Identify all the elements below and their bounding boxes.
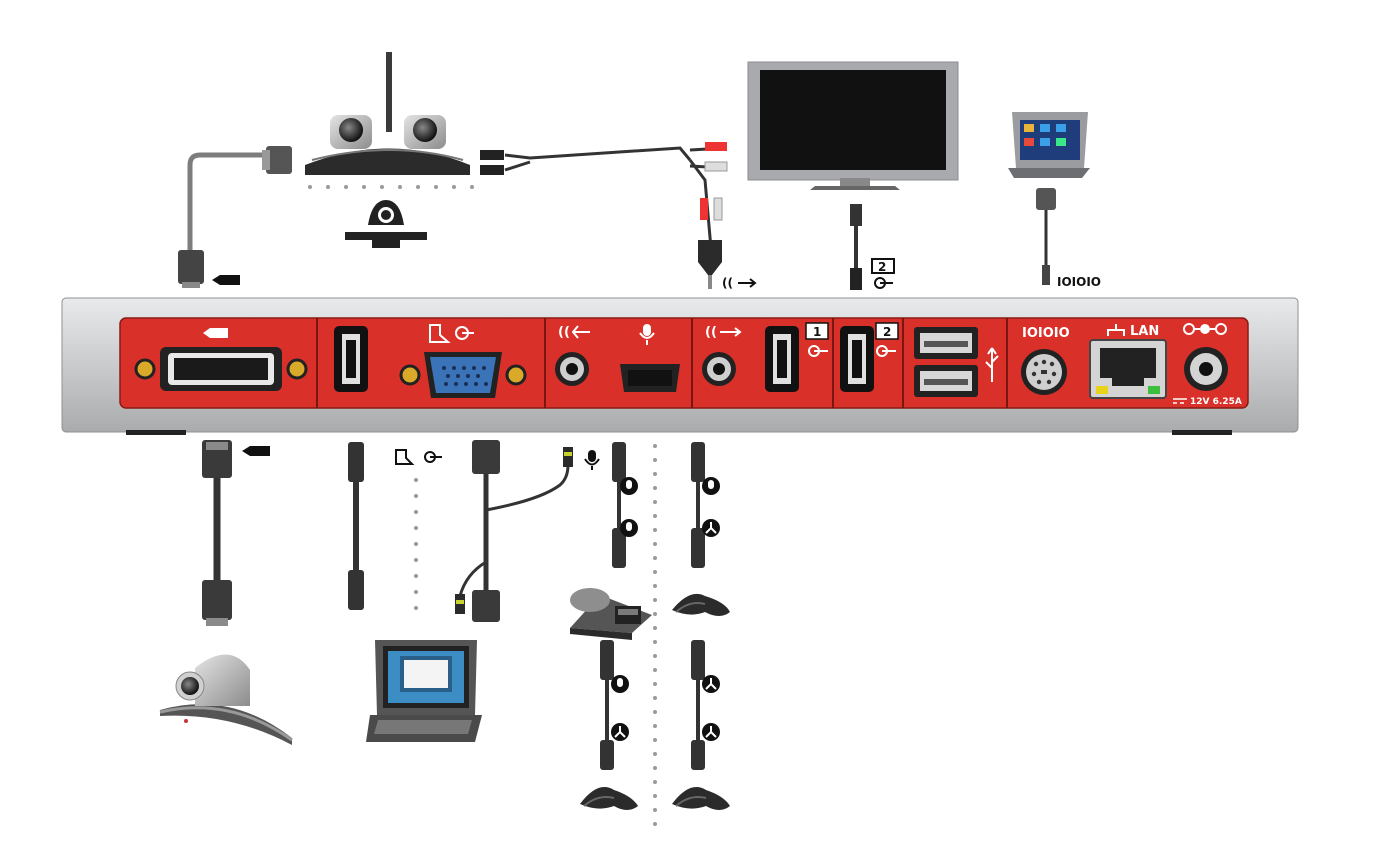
audio-in-icon: ((: [558, 325, 590, 340]
tabletop-microphone-3: [672, 787, 730, 810]
audio-out-port[interactable]: [702, 352, 736, 386]
lan-label: LAN: [1130, 324, 1159, 339]
hdmi-content-port[interactable]: [334, 326, 368, 392]
audio-out-cable: [504, 146, 726, 261]
audio-in-port[interactable]: [555, 352, 589, 386]
display-2-cable-icon: 2: [871, 258, 895, 289]
microphone-icon: [639, 324, 655, 345]
lan-port[interactable]: [1089, 339, 1167, 399]
camera-array-dotted-line: [308, 185, 474, 189]
mic-dotted-divider: [653, 444, 657, 826]
monitor: [747, 61, 959, 190]
display-2-number: 2: [883, 325, 891, 339]
serial-label-top: IOIOIO: [1057, 275, 1101, 289]
audio-out-icon: ((: [722, 276, 757, 290]
camera-port[interactable]: [134, 347, 308, 391]
network-icon: [1107, 324, 1125, 336]
content-vga-cable: [455, 440, 573, 622]
power-rating-label: 12V 6.25A: [1190, 397, 1242, 407]
audio-out-panel-icon: ((: [705, 325, 742, 340]
usb-port-2[interactable]: [914, 365, 978, 397]
serial-port[interactable]: [1021, 349, 1067, 395]
monitor-hdmi-cable: [850, 204, 862, 290]
main-camera-cable: [202, 440, 232, 626]
content-dotted-line: [414, 478, 418, 610]
usb-port-1[interactable]: [914, 327, 978, 359]
dual-camera-array: [305, 52, 470, 175]
svg-text:((: ((: [722, 276, 733, 290]
mic-cable-right-1: [691, 442, 720, 568]
microphone-port[interactable]: [620, 364, 680, 392]
phone-mic-cable: [612, 442, 638, 568]
power-rating-icon: [1173, 398, 1187, 404]
display-2-cable-number: 2: [878, 260, 886, 274]
touch-controller: [1008, 112, 1090, 178]
main-camera: [159, 654, 293, 745]
camera-port-icon: [203, 328, 228, 338]
display-2-icon: 2: [875, 322, 899, 357]
display-1-number: 1: [813, 325, 821, 339]
rca-plugs: [480, 142, 728, 289]
tabletop-microphone-2: [580, 787, 638, 810]
serial-label-panel: IOIOIO: [1022, 326, 1070, 341]
power-polarity-icon: [1183, 323, 1227, 335]
camera-icon: [212, 275, 240, 285]
hdmi-display-1-port[interactable]: [765, 326, 799, 392]
laptop: [366, 640, 482, 742]
tabletop-microphone-1: [672, 593, 730, 616]
touch-controller-cable: [1036, 188, 1056, 285]
svg-text:((: ((: [558, 325, 570, 340]
usb-icon: [985, 347, 999, 382]
vga-content-port[interactable]: [399, 352, 527, 398]
display-1-icon: 1: [805, 322, 829, 357]
svg-text:((: ((: [705, 325, 717, 340]
camera-array-icon: [345, 200, 427, 248]
content-cable-icon: [395, 449, 442, 465]
power-port[interactable]: [1184, 347, 1228, 391]
conference-phone: [570, 588, 652, 640]
mic-cable-right-2: [691, 640, 720, 770]
content-hdmi-cable: [348, 442, 364, 610]
camera-array-cable: [178, 146, 292, 288]
mic-cable-icon: [584, 450, 600, 470]
content-input-icon: [429, 324, 474, 343]
mic-cable-left-2: [600, 640, 629, 770]
camera-cable-icon: [242, 446, 270, 456]
hdmi-display-2-port[interactable]: [840, 326, 874, 392]
